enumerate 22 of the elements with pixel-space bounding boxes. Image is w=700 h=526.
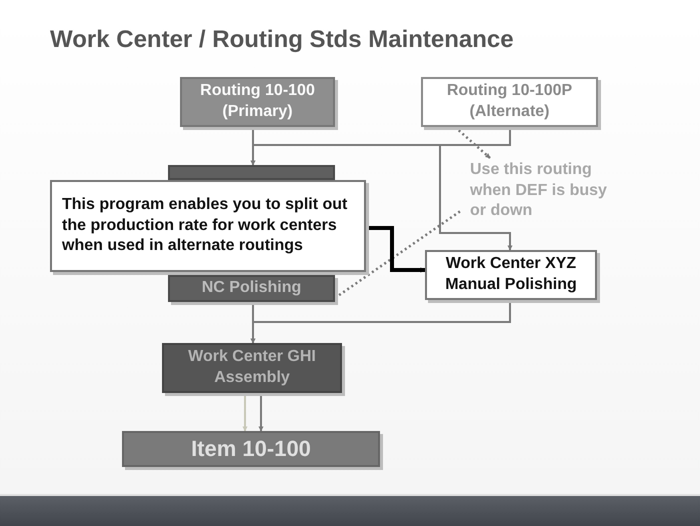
arrow <box>242 393 248 432</box>
arrow <box>366 226 426 272</box>
box-label: Work Center XYZ Manual Polishing <box>444 254 578 295</box>
note-text: Use this routing when DEF is busy or down <box>470 160 608 222</box>
box-label: NC Polishing <box>202 278 302 298</box>
callout-box <box>50 180 366 272</box>
process-box <box>168 275 335 302</box>
box-label: This program enables you to split out the production rate for work centers when used in alternate routings <box>62 194 348 256</box>
process-box <box>180 77 335 127</box>
process-box <box>425 250 597 300</box>
box-label: Routing 10-100 (Primary) <box>199 81 316 122</box>
process-box <box>421 77 598 127</box>
arrow <box>258 393 264 432</box>
process-box <box>162 343 342 393</box>
arrow <box>439 127 512 250</box>
box-label: Routing 10-100P (Alternate) <box>446 81 574 122</box>
arrow <box>250 300 511 344</box>
box-label: Item 10-100 <box>191 434 311 463</box>
slide-title: Work Center / Routing Stds Maintenance <box>50 26 514 54</box>
process-box <box>122 431 380 467</box>
box-label: Work Center GHI Assembly <box>187 347 317 388</box>
process-box <box>168 165 335 180</box>
